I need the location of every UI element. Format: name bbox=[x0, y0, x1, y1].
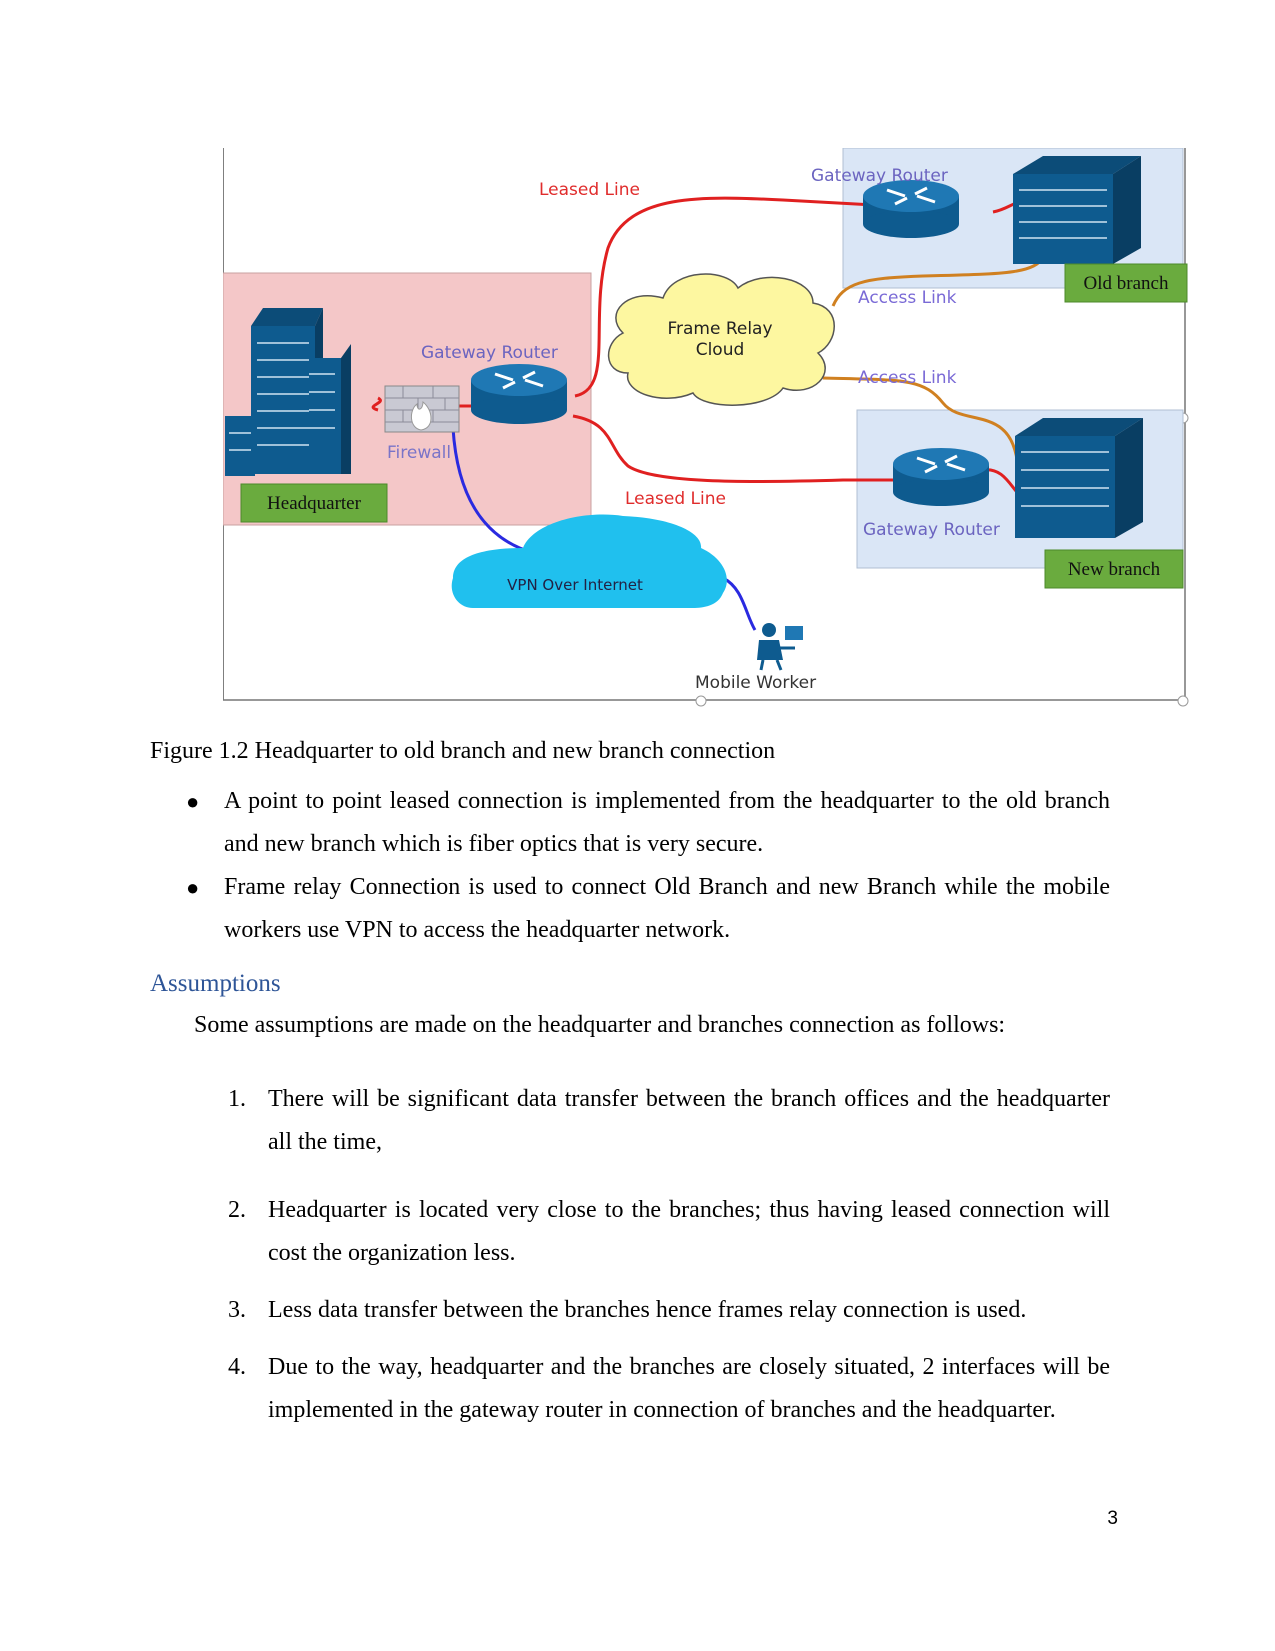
old-branch-label: Old branch bbox=[1084, 273, 1169, 294]
bullet-icon: ● bbox=[186, 875, 200, 900]
list-item: 4. Due to the way, headquarter and the b… bbox=[228, 1346, 1110, 1432]
firewall-icon bbox=[384, 385, 460, 433]
leased-line-bottom-label: Leased Line bbox=[625, 489, 726, 509]
bullet-list: ● A point to point leased connection is … bbox=[150, 780, 1110, 952]
list-number: 2. bbox=[228, 1197, 246, 1223]
firewall-label: Firewall bbox=[387, 443, 451, 463]
old-branch-router-icon bbox=[863, 180, 959, 238]
bullet-icon: ● bbox=[186, 789, 200, 814]
list-text: Due to the way, headquarter and the bran… bbox=[268, 1354, 1110, 1423]
mobile-worker-label: Mobile Worker bbox=[695, 673, 816, 693]
leased-line-top-path bbox=[574, 196, 894, 398]
list-number: 1. bbox=[228, 1086, 246, 1112]
new-router-label: Gateway Router bbox=[863, 520, 1000, 540]
list-number: 3. bbox=[228, 1297, 246, 1323]
headquarter-building-icon bbox=[225, 308, 351, 476]
old-branch-building-icon bbox=[1013, 156, 1141, 264]
frame-relay-cloud bbox=[607, 273, 835, 406]
figure-caption: Figure 1.2 Headquarter to old branch and… bbox=[150, 738, 776, 764]
page-number: 3 bbox=[1107, 1508, 1118, 1529]
old-branch-label-bg bbox=[1064, 263, 1188, 303]
hq-router-label: Gateway Router bbox=[421, 343, 558, 363]
bullet-text: Frame relay Connection is used to connec… bbox=[224, 874, 1110, 943]
resize-handle-corner bbox=[1177, 695, 1189, 707]
hq-router-icon bbox=[471, 364, 567, 424]
section-heading: Assumptions bbox=[150, 970, 281, 997]
access-link-bottom-label: Access Link bbox=[858, 368, 957, 388]
list-number: 4. bbox=[228, 1354, 246, 1380]
new-branch-building-icon bbox=[1015, 418, 1143, 538]
network-diagram: Frame Relay Cloud VPN Over Internet H bbox=[223, 148, 1191, 708]
frame-relay-label-1: Frame Relay bbox=[667, 319, 772, 339]
mobile-worker-icon bbox=[757, 623, 803, 671]
network-diagram-svg: Frame Relay Cloud VPN Over Internet H bbox=[223, 148, 1189, 707]
new-branch-router-icon bbox=[893, 448, 989, 506]
access-link-bottom-path bbox=[822, 376, 1020, 469]
leased-line-top-label: Leased Line bbox=[539, 180, 640, 200]
assumption-list: 1. There will be significant data transf… bbox=[228, 1078, 1110, 1432]
list-item: ● A point to point leased connection is … bbox=[150, 780, 1110, 866]
headquarter-label-bg bbox=[240, 483, 388, 523]
bullet-text: A point to point leased connection is im… bbox=[224, 788, 1110, 857]
list-item: 3. Less data transfer between the branch… bbox=[228, 1289, 1110, 1332]
access-link-top-path bbox=[831, 255, 1047, 307]
list-text: Headquarter is located very close to the… bbox=[268, 1197, 1110, 1266]
headquarter-label: Headquarter bbox=[267, 493, 362, 514]
resize-handle-bottom bbox=[695, 695, 707, 707]
list-item: 1. There will be significant data transf… bbox=[228, 1078, 1110, 1164]
list-item: 2. Headquarter is located very close to … bbox=[228, 1189, 1110, 1275]
list-text: Less data transfer between the branches … bbox=[268, 1297, 1027, 1323]
new-branch-label: New branch bbox=[1068, 559, 1161, 580]
list-text: There will be significant data transfer … bbox=[268, 1086, 1110, 1155]
list-item: ● Frame relay Connection is used to conn… bbox=[150, 866, 1110, 952]
leased-line-bottom-path bbox=[572, 414, 913, 483]
access-link-top-label: Access Link bbox=[858, 288, 957, 308]
intro-text: Some assumptions are made on the headqua… bbox=[194, 1012, 1006, 1038]
vpn-cloud bbox=[451, 514, 727, 608]
new-branch-label-bg bbox=[1044, 549, 1184, 589]
hq-to-firewall-link bbox=[371, 396, 382, 412]
vpn-label: VPN Over Internet bbox=[507, 576, 643, 594]
old-router-label: Gateway Router bbox=[811, 166, 948, 186]
frame-relay-label-2: Cloud bbox=[696, 340, 745, 360]
